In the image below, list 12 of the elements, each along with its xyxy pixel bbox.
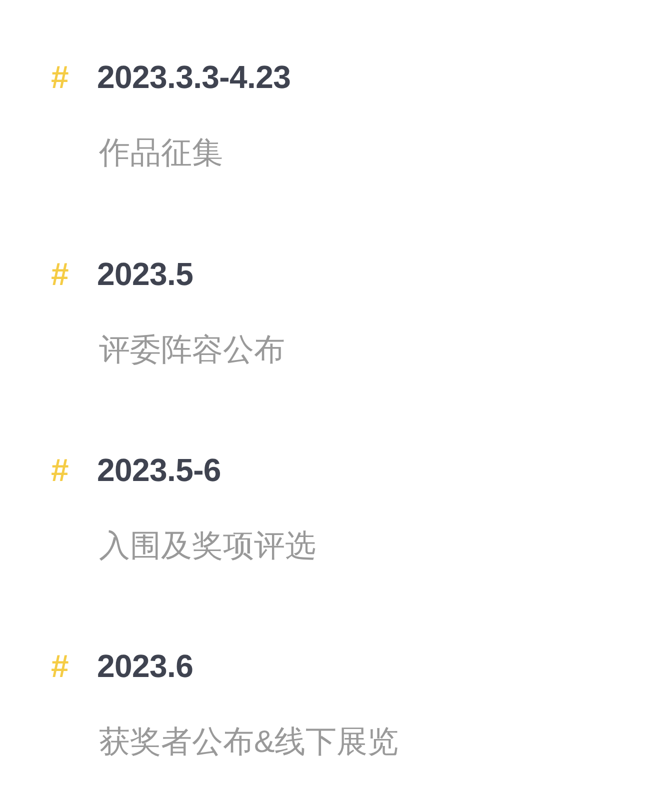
date-heading: 2023.3.3-4.23	[97, 61, 291, 93]
date-heading: 2023.5-6	[97, 454, 221, 486]
event-description: 评委阵容公布	[99, 333, 285, 368]
hash-mark: #	[51, 650, 69, 682]
hash-mark: #	[51, 258, 69, 290]
event-description: 入围及奖项评选	[99, 529, 316, 564]
date-heading: 2023.5	[97, 258, 194, 290]
event-description: 获奖者公布&线下展览	[99, 725, 399, 760]
hash-mark: #	[51, 454, 69, 486]
event-description: 作品征集	[99, 136, 223, 170]
date-heading: 2023.6	[97, 650, 194, 682]
hash-mark: #	[51, 61, 69, 93]
